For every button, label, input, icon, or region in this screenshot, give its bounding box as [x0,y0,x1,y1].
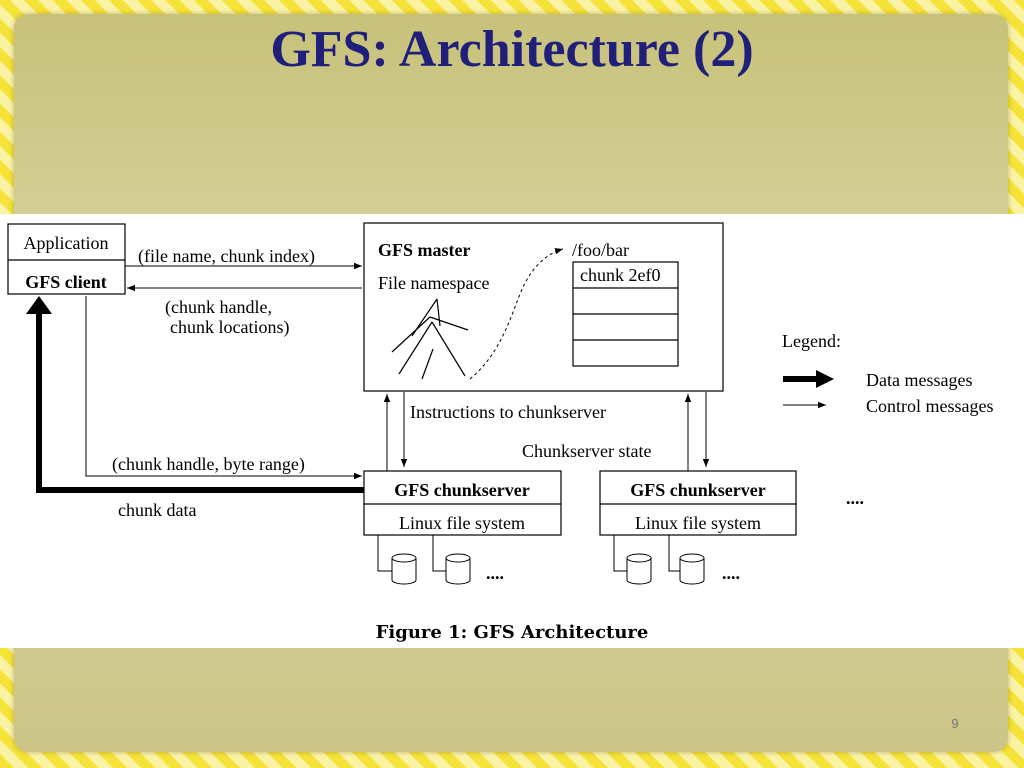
application-label: Application [24,233,109,253]
disk-group-1 [377,535,471,585]
gfs-master-label: GFS master [378,240,470,260]
chunkserver-state-label: Chunkserver state [522,441,651,461]
legend: Legend: Data messages Control messages [782,331,994,416]
namespace-link-arrow [469,248,564,380]
application-box: Application GFS client [7,223,126,295]
path-label: /foo/bar [572,240,629,260]
legend-data-arrowhead [816,370,834,388]
gfs-master-box: GFS master File namespace /foo/bar chun [363,222,724,392]
disk-icon [626,553,652,585]
linux-fs-1-label: Linux file system [399,513,525,533]
chunkserver-1-label: GFS chunkserver [394,480,530,500]
chunk-id-label: chunk 2ef0 [580,265,660,285]
file-namespace-label: File namespace [378,273,489,293]
disk-icon [679,553,705,585]
chunk-table: chunk 2ef0 [572,261,679,367]
legend-control-label: Control messages [866,396,994,416]
reply-label-line2: chunk locations) [170,317,289,338]
gfs-client-label: GFS client [25,272,107,292]
chunk-data-arrow [36,314,364,493]
chunkserver-2-box: GFS chunkserver Linux file system .... [599,470,797,585]
disk-icon [391,553,417,585]
page-number: 9 [951,716,959,731]
chunk-data-label: chunk data [118,500,196,520]
byte-range-arrow [85,296,362,480]
namespace-tree-icon [391,298,469,380]
architecture-figure: Application GFS client (file name, chunk… [0,214,1024,648]
instructions-label: Instructions to chunkserver [410,402,606,422]
byte-range-label: (chunk handle, byte range) [112,454,305,475]
chunkserver-1-box: GFS chunkserver Linux file system .... [363,470,562,585]
request-label: (file name, chunk index) [138,246,315,267]
reply-label-line1: (chunk handle, [165,297,272,318]
disk-ellipsis-2: .... [722,563,740,583]
linux-fs-2-label: Linux file system [635,513,761,533]
disk-icon [445,553,471,585]
more-servers-ellipsis: .... [846,488,864,508]
legend-data-label: Data messages [866,370,972,390]
chunk-data-arrowhead [26,296,52,314]
figure-caption: Figure 1: GFS Architecture [376,622,649,643]
legend-title: Legend: [782,331,841,351]
disk-ellipsis-1: .... [486,563,504,583]
chunkserver-2-label: GFS chunkserver [630,480,766,500]
slide-title: GFS: Architecture (2) [270,21,754,78]
disk-group-2 [613,535,705,585]
architecture-diagram: Application GFS client (file name, chunk… [7,222,994,643]
